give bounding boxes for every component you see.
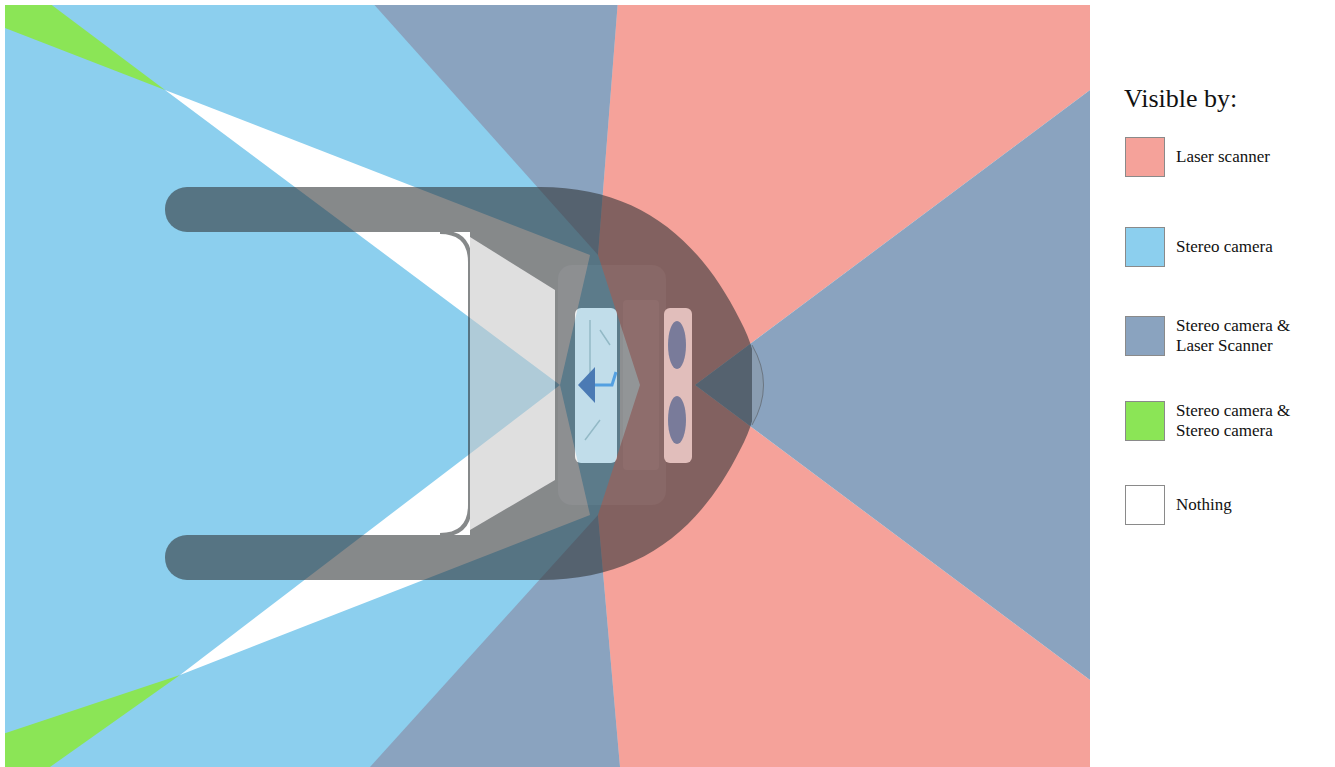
legend-text: Stereo camera [1176, 237, 1324, 257]
legend-swatch [1125, 316, 1165, 356]
legend-swatch [1125, 485, 1165, 525]
legend-swatch [1125, 401, 1165, 441]
legend-text: Laser scanner [1176, 147, 1324, 167]
legend-text: Stereo camera & Laser Scanner [1176, 316, 1324, 356]
legend-text: Stereo camera & Stereo camera [1176, 401, 1324, 441]
legend-text: Nothing [1176, 495, 1324, 515]
legend-title: Visible by: [1124, 84, 1237, 114]
legend-swatch [1125, 227, 1165, 267]
legend-swatch [1125, 137, 1165, 177]
